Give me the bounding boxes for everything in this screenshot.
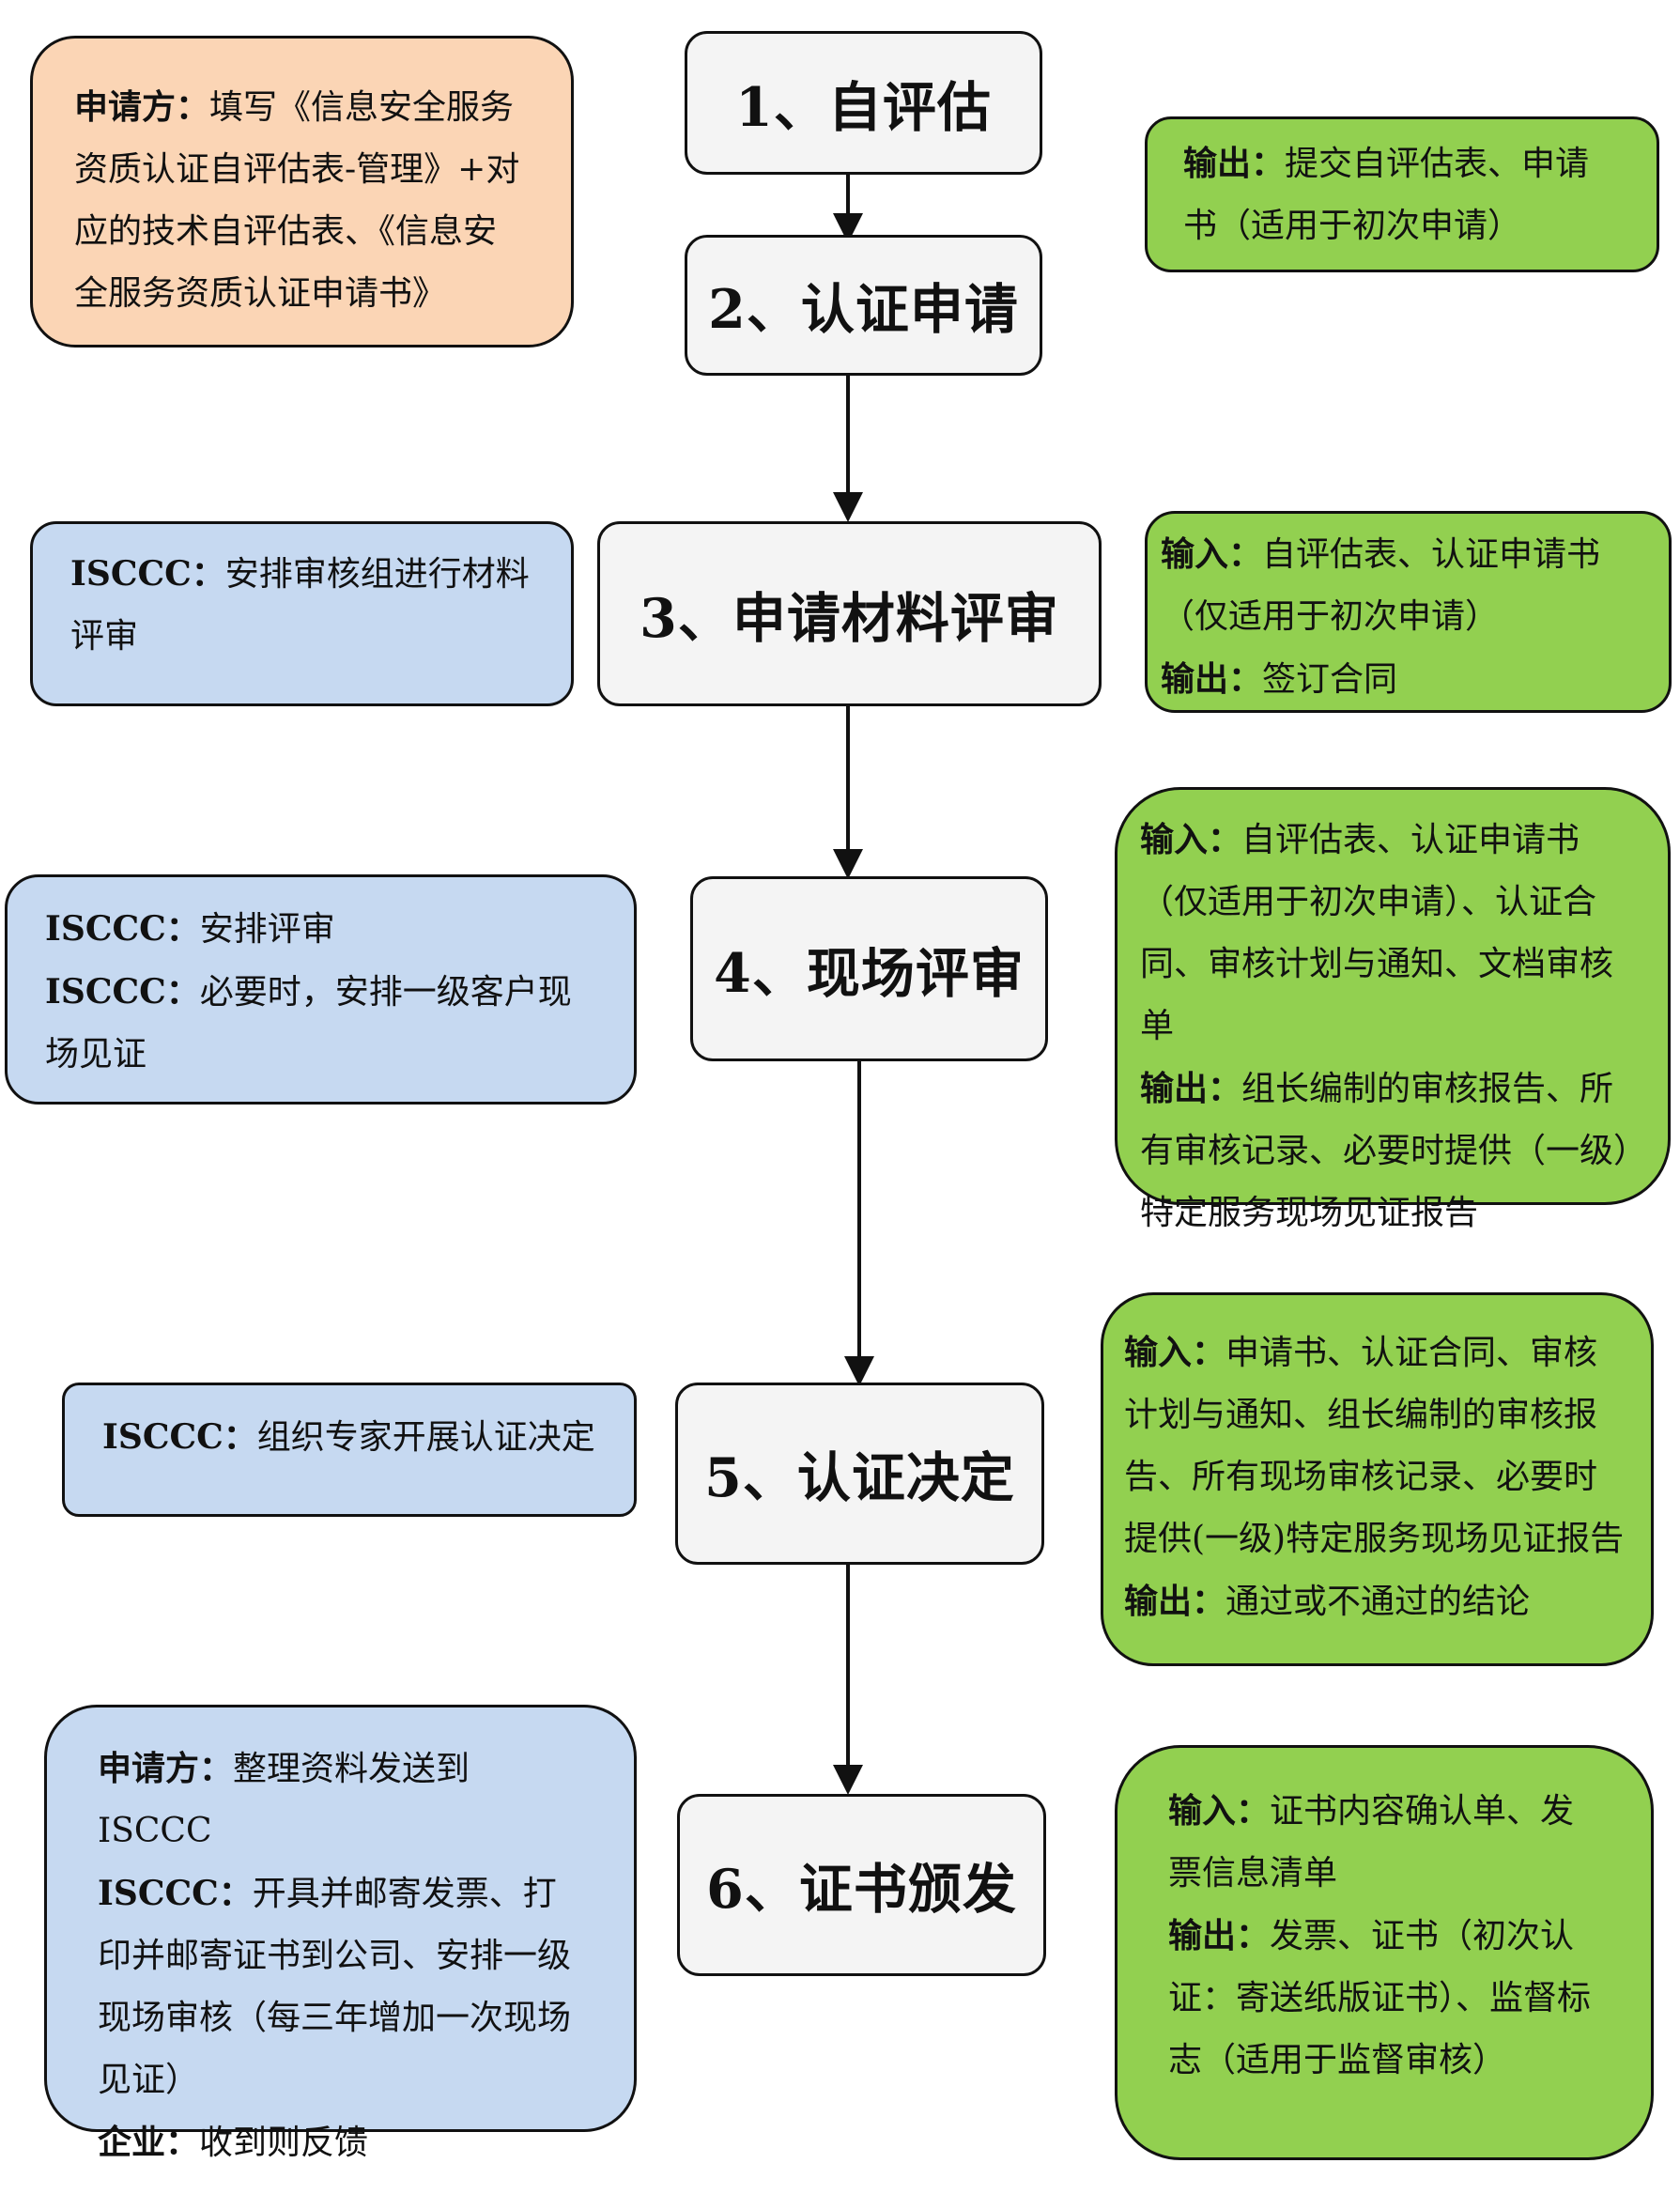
left-note-step-5: ISCCC：组织专家开展认证决定 [62,1383,637,1517]
step-3-label: 3、申请材料评审 [640,586,1059,650]
left-note-5-text: 组织专家开展认证决定 [256,1418,595,1457]
right-note-3a-text: 自评估表、认证申请书（仅适用于初次申请） [1161,535,1601,636]
right-note-4a-label: 输入： [1140,820,1242,859]
step-5-label: 5、认证决定 [704,1446,1015,1509]
right-note-4b-text: 组长编制的审核报告、所有审核记录、必要时提供（一级）特定服务现场见证报告 [1140,1070,1631,1232]
left-note-6b-text: 开具并邮寄发票、打印并邮寄证书到公司、安排一级现场审核（每三年增加一次现场见证） [98,1875,572,2099]
right-note-3b-text: 签订合同 [1262,660,1398,699]
right-note-step-4: 输入：自评估表、认证申请书（仅适用于初次申请）、认证合同、审核计划与通知、文档审… [1115,787,1671,1232]
left-note-6a-label: 申请方： [98,1749,234,1788]
right-note-step-1: 输出：提交自评估表、申请书（适用于初次申请） [1145,116,1659,272]
left-note-1-label: 申请方： [74,87,210,127]
right-note-1-label: 输出： [1183,144,1286,183]
right-note-4a-text: 自评估表、认证申请书（仅适用于初次申请）、认证合同、审核计划与通知、文档审核单 [1140,821,1614,1045]
step-1-self-assessment: 1、自评估 [685,31,1042,175]
right-note-3b-label: 输出： [1161,659,1263,699]
left-note-6c-label: 企业： [98,2123,200,2162]
right-note-6b-text: 发票、证书（初次认证：寄送纸版证书）、监督标志（适用于监督审核） [1168,1917,1592,2079]
step-6-certificate-issuance: 6、证书颁发 [677,1794,1046,1976]
left-note-4a-label: ISCCC： [45,909,200,949]
step-4-label: 4、现场评审 [714,941,1025,1005]
right-note-3a-label: 输入： [1161,534,1263,574]
right-note-1-text: 提交自评估表、申请书（适用于初次申请） [1183,145,1590,245]
right-note-4b-label: 输出： [1140,1069,1242,1108]
right-note-5a-label: 输入： [1124,1333,1226,1372]
step-5-certification-decision: 5、认证决定 [675,1383,1044,1565]
right-note-6a-text: 证书内容确认单、发票信息清单 [1168,1792,1575,1893]
step-2-label: 2、认证申请 [708,278,1019,341]
left-note-6b-label: ISCCC： [98,1874,253,1913]
step-6-label: 6、证书颁发 [706,1858,1017,1921]
left-note-6a-text: 整理资料发送到 ISCCC [98,1750,470,1850]
left-note-5-label: ISCCC： [102,1417,257,1457]
left-note-1-text: 填写《信息安全服务资质认证自评估表-管理》+对应的技术自评估表、《信息安全服务资… [74,88,520,313]
left-note-3-text: 安排审核组进行材料评审 [70,555,530,656]
right-note-step-3: 输入：自评估表、认证申请书（仅适用于初次申请） 输出：签订合同 [1145,511,1672,713]
right-note-5b-label: 输出： [1124,1582,1226,1621]
right-note-step-6: 输入：证书内容确认单、发票信息清单 输出：发票、证书（初次认证：寄送纸版证书）、… [1115,1745,1654,2160]
step-1-label: 1、自评估 [735,75,992,139]
left-note-step-1: 申请方：填写《信息安全服务资质认证自评估表-管理》+对应的技术自评估表、《信息安… [30,36,574,348]
left-note-4b-label: ISCCC： [45,972,200,1012]
left-note-4b-text: 必要时，安排一级客户现场见证 [45,973,572,1074]
step-4-onsite-review: 4、现场评审 [690,876,1048,1061]
step-3-document-review: 3、申请材料评审 [597,521,1102,706]
right-note-5b-text: 通过或不通过的结论 [1225,1583,1531,1621]
left-note-6c-text: 收到则反馈 [199,2124,369,2162]
left-note-3-label: ISCCC： [70,554,225,594]
right-note-6b-label: 输出： [1168,1916,1271,1955]
left-note-step-4: ISCCC：安排评审 ISCCC：必要时，安排一级客户现场见证 [5,874,637,1105]
left-note-step-3: ISCCC：安排审核组进行材料评审 [30,521,574,706]
right-note-6a-label: 输入： [1168,1791,1271,1831]
right-note-5a-text: 申请书、认证合同、审核计划与通知、组长编制的审核报告、所有现场审核记录、必要时提… [1124,1334,1625,1558]
left-note-4a-text: 安排评审 [199,910,335,949]
step-2-application: 2、认证申请 [685,235,1042,376]
left-note-step-6: 申请方：整理资料发送到 ISCCC ISCCC：开具并邮寄发票、打印并邮寄证书到… [44,1705,637,2162]
right-note-step-5: 输入：申请书、认证合同、审核计划与通知、组长编制的审核报告、所有现场审核记录、必… [1101,1292,1654,1666]
